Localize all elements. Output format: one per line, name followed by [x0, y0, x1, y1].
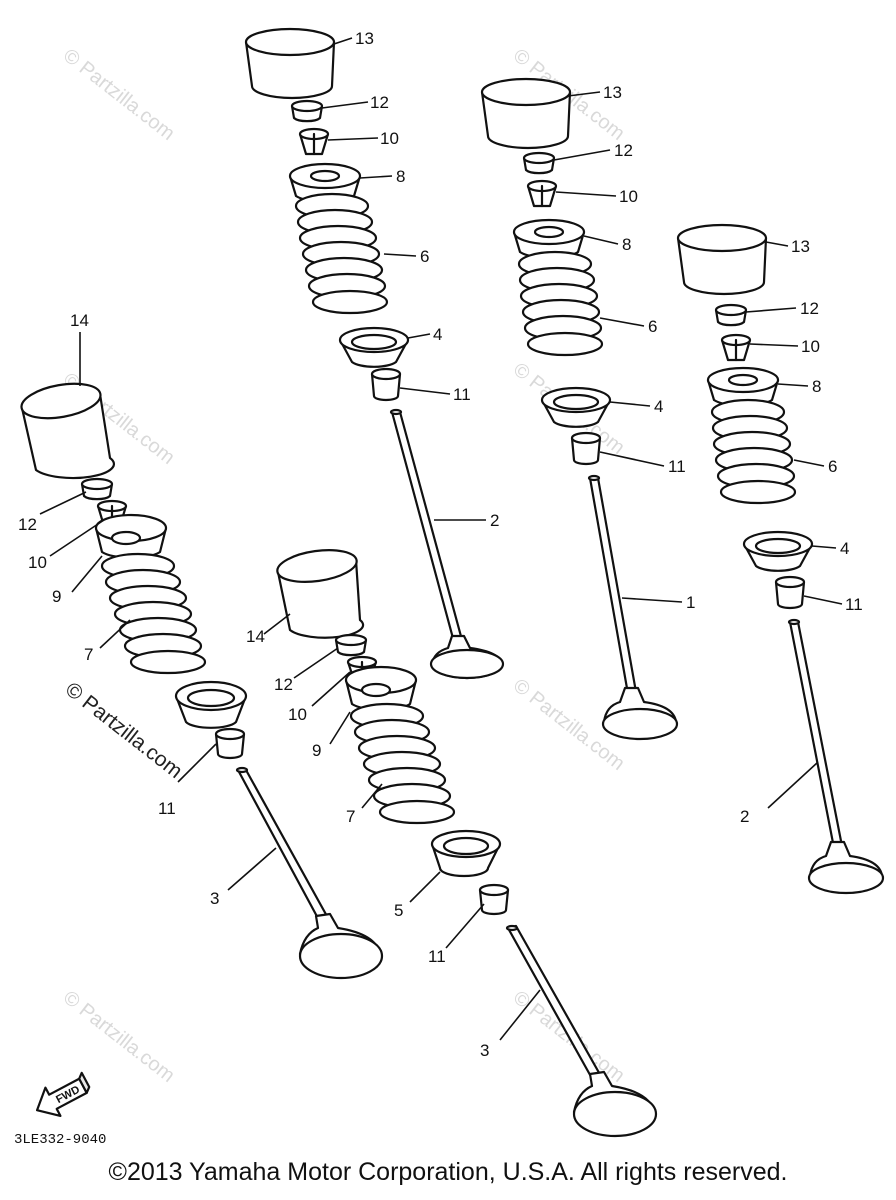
callout-seat: 4 — [654, 397, 663, 416]
callout-spring: 6 — [828, 457, 837, 476]
callout-retainer: 8 — [812, 377, 821, 396]
spring-retainer — [706, 366, 780, 407]
adjusting-pad — [522, 151, 556, 175]
callout-valve: 2 — [490, 511, 499, 530]
callout-seal: 11 — [428, 947, 446, 966]
valve — [505, 924, 658, 1138]
valve-cotter — [298, 127, 330, 156]
callout-seal: 11 — [453, 385, 471, 404]
copyright-notice: ©2013 Yamaha Motor Corporation, U.S.A. A… — [108, 1158, 788, 1186]
valve-assembly-a — [244, 27, 505, 680]
callout-valve: 1 — [686, 593, 695, 612]
callout-pad: 12 — [370, 93, 389, 112]
callout-spring: 6 — [648, 317, 657, 336]
callout-lifter: 13 — [791, 237, 810, 256]
valve-assembly-e — [276, 549, 658, 1138]
callout-retainer: 8 — [396, 167, 405, 186]
callout-spring: 7 — [84, 645, 93, 664]
callout-lifter: 14 — [70, 311, 89, 330]
spring-retainer — [512, 218, 586, 259]
valve — [787, 618, 885, 895]
valve — [587, 474, 679, 741]
stem-seal — [370, 367, 402, 402]
adjusting-pad — [334, 633, 368, 657]
stem-seal — [570, 431, 602, 466]
stem-seal — [214, 727, 246, 760]
valve-spring — [710, 398, 797, 505]
callout-cotter: 10 — [288, 705, 307, 724]
adjusting-pad — [714, 303, 748, 327]
valve-assembly-d — [20, 382, 384, 980]
callout-spring: 6 — [420, 247, 429, 266]
callout-seal: 11 — [668, 457, 686, 476]
valve-spring — [349, 702, 456, 825]
callout-valve: 3 — [210, 889, 219, 908]
valve — [235, 766, 384, 980]
callout-seal: 11 — [845, 595, 863, 614]
callout-retainer: 8 — [622, 235, 631, 254]
callouts: 13 12 10 8 6 4 11 2 13 12 10 8 6 4 11 1 … — [18, 29, 863, 1060]
callout-lifter: 13 — [603, 83, 622, 102]
valve-lifter — [244, 27, 336, 100]
diagram-code: 3LE332-9040 — [14, 1132, 106, 1148]
callout-pad: 12 — [614, 141, 633, 160]
callout-valve: 2 — [740, 807, 749, 826]
valve-spring — [100, 552, 207, 675]
valve-spring — [517, 250, 604, 357]
callout-valve: 3 — [480, 1041, 489, 1060]
spring-seat — [430, 829, 502, 878]
valve-lifter — [20, 382, 115, 480]
callout-spring: 7 — [346, 807, 355, 826]
callout-lifter: 13 — [355, 29, 374, 48]
spring-retainer — [94, 513, 168, 559]
callout-seal: 11 — [158, 799, 176, 818]
callout-cotter: 10 — [801, 337, 820, 356]
watermark-dark: © Partzilla.com — [61, 678, 187, 783]
spring-seat — [742, 530, 814, 572]
callout-cotter: 10 — [619, 187, 638, 206]
valve — [389, 408, 505, 680]
callout-lifter: 14 — [246, 627, 265, 646]
callout-retainer: 9 — [52, 587, 61, 606]
callout-cotter: 10 — [28, 553, 47, 572]
valve-assembly-b — [480, 77, 679, 741]
valve-assembly-c — [676, 223, 885, 895]
spring-seat — [338, 326, 410, 368]
valve-spring — [294, 192, 389, 315]
leader-lines — [39, 37, 843, 1041]
adjusting-pad — [290, 99, 324, 123]
valve-lifter — [676, 223, 768, 296]
valve-lifter — [276, 549, 365, 639]
spring-retainer — [288, 162, 362, 203]
callout-retainer: 9 — [312, 741, 321, 760]
watermark: © Partzilla.com — [59, 987, 179, 1087]
callout-cotter: 10 — [380, 129, 399, 148]
spring-retainer — [344, 665, 418, 711]
spring-seat — [540, 386, 612, 428]
stem-seal — [478, 883, 510, 916]
callout-seat: 4 — [840, 539, 849, 558]
stem-seal — [774, 575, 806, 610]
callout-pad: 12 — [274, 675, 293, 694]
spring-seat — [174, 680, 248, 729]
callout-pad: 12 — [800, 299, 819, 318]
watermark: © Partzilla.com — [59, 45, 179, 145]
callout-seat: 5 — [394, 901, 403, 920]
fwd-arrow-icon: FWD — [35, 1071, 91, 1117]
valve-lifter — [480, 77, 572, 150]
callout-seat: 4 — [433, 325, 442, 344]
adjusting-pad — [80, 477, 114, 501]
callout-pad: 12 — [18, 515, 37, 534]
valve-cotter — [720, 333, 752, 362]
valve-cotter — [526, 179, 558, 208]
